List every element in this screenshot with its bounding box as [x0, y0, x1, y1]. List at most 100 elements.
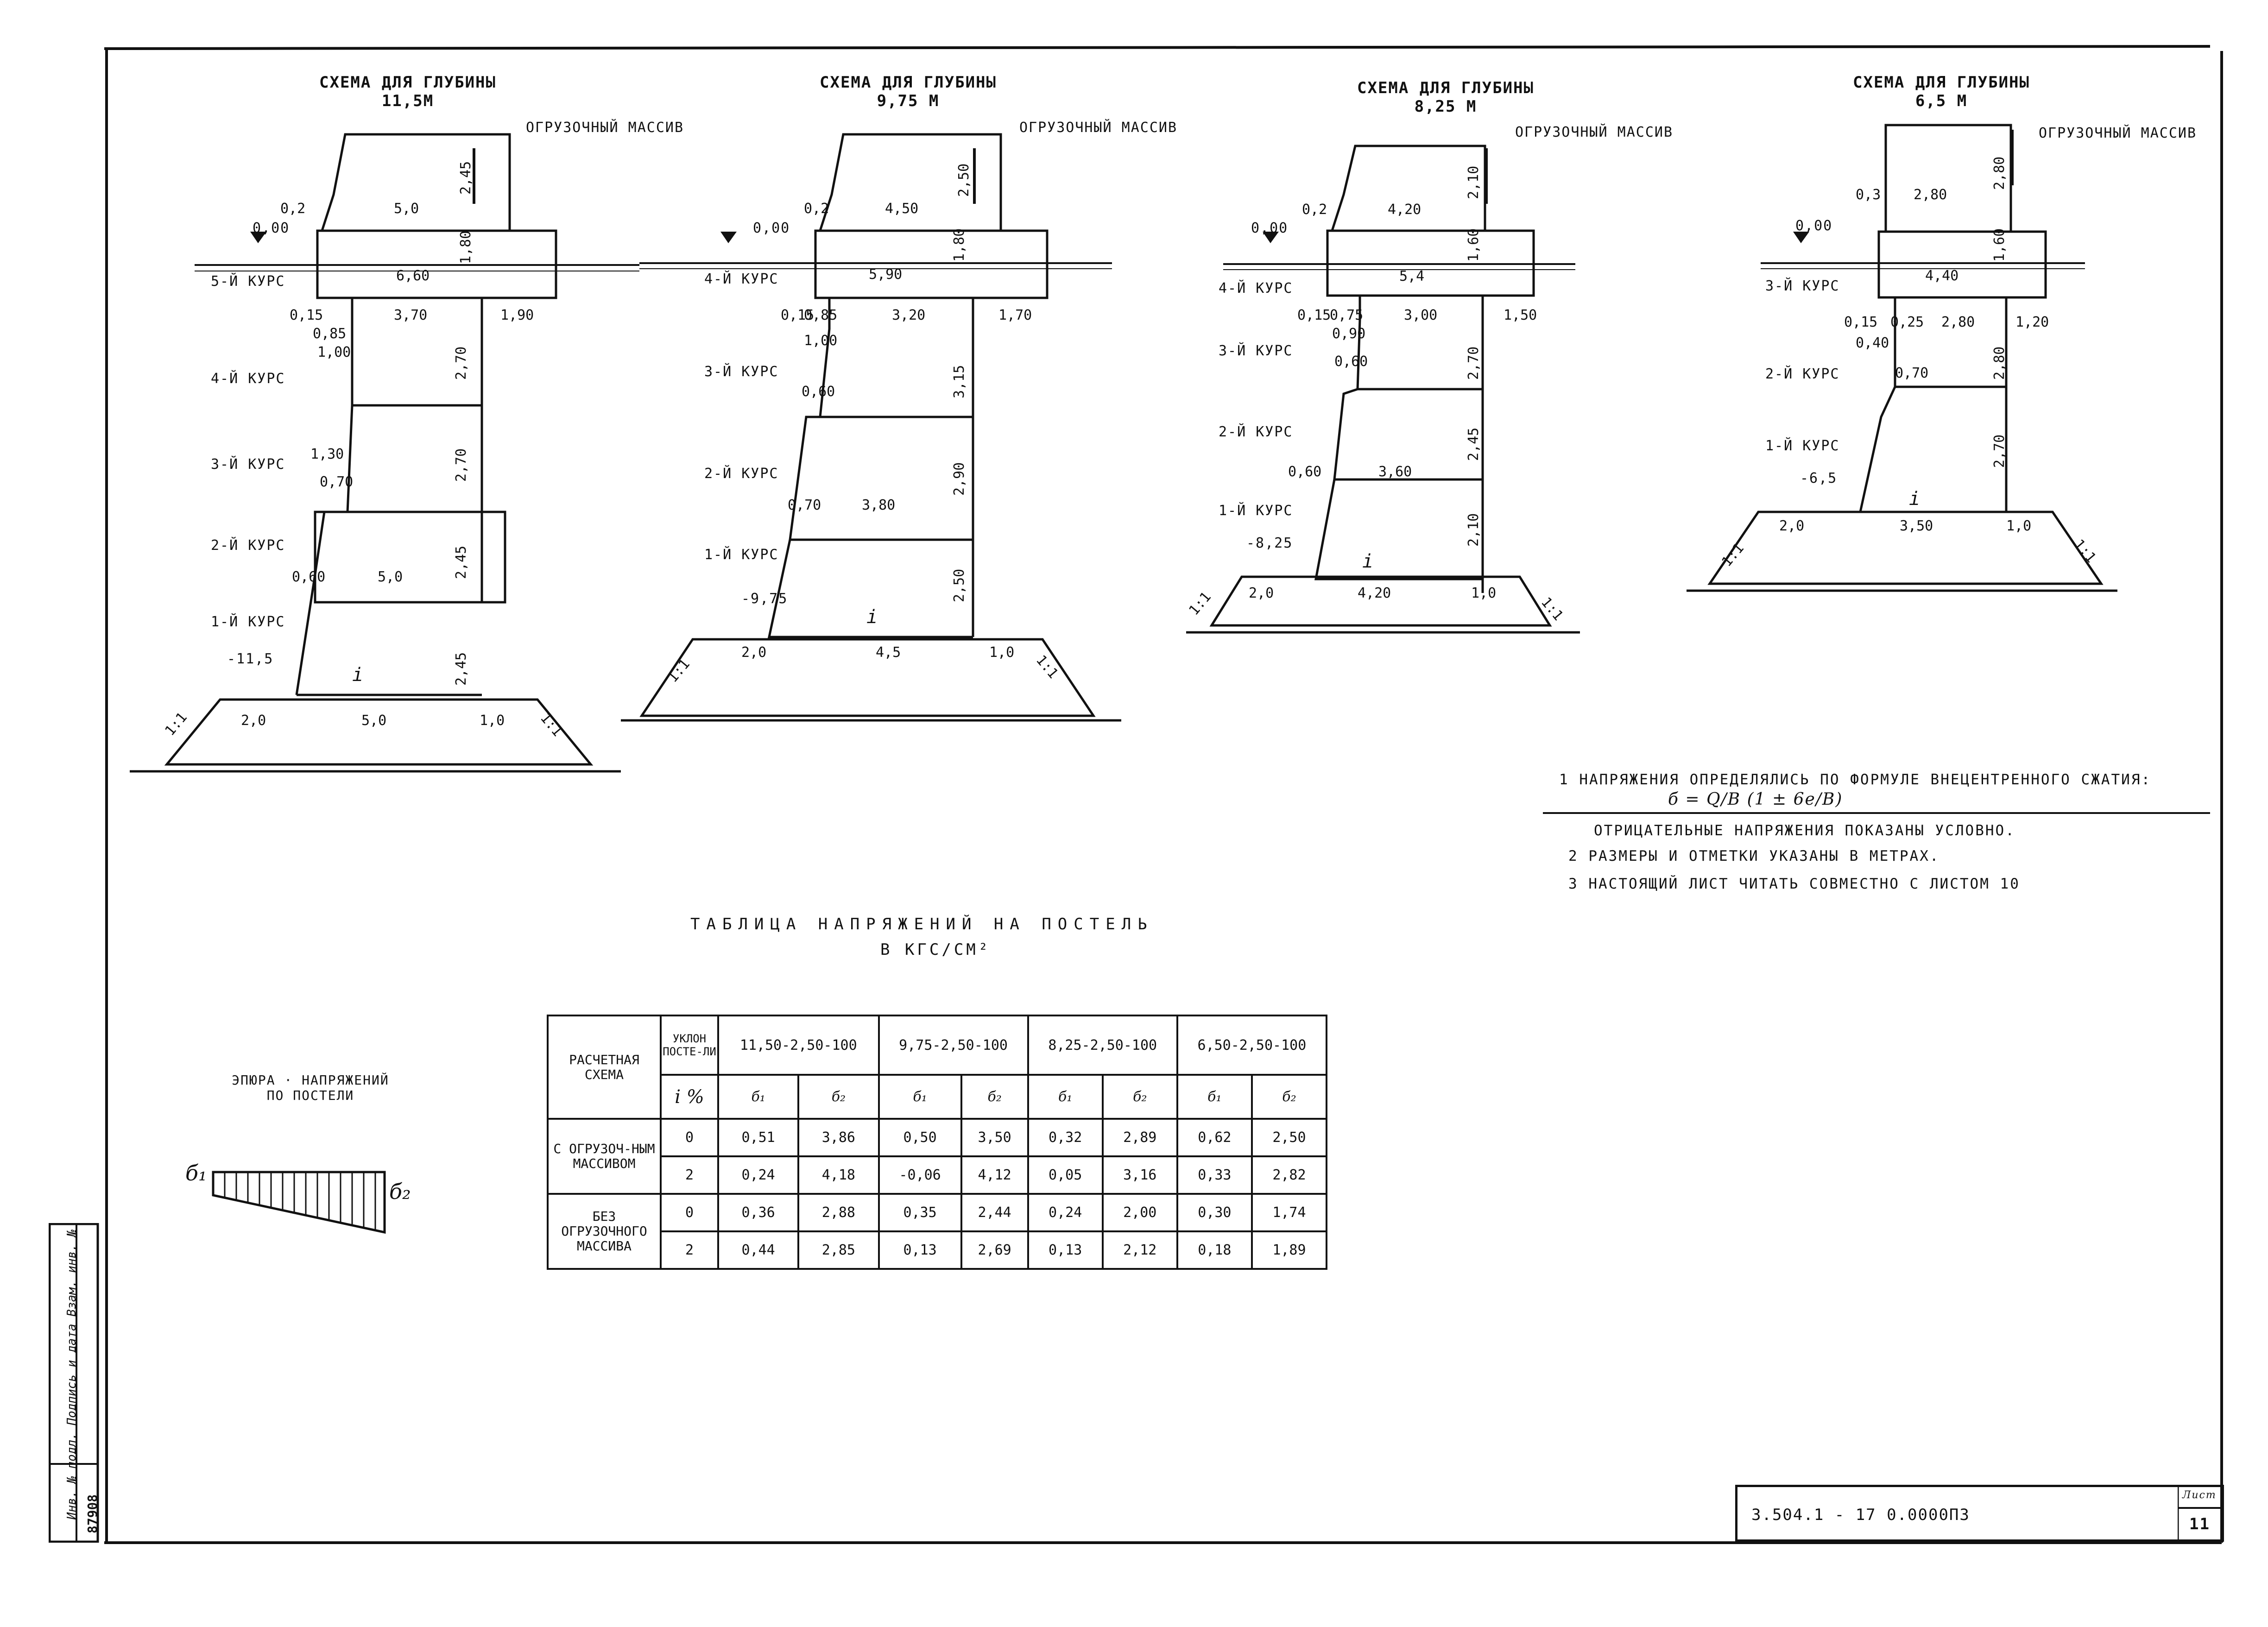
svg-text:1,90: 1,90	[500, 307, 534, 323]
cell-value: 3,86	[797, 1118, 880, 1157]
scheme-1-massif-label: ОГРУЗОЧНЫЙ МАССИВ	[526, 120, 684, 136]
scheme-2-massif-label: ОГРУЗОЧНЫЙ МАССИВ	[1019, 120, 1178, 136]
table-row: 2 0,24 4,18 -0,06 4,12 0,05 3,16 0,33 2,…	[548, 1155, 1328, 1195]
svg-text:2,80: 2,80	[1991, 157, 2008, 190]
scheme-4-zero-mark: 0,00	[1795, 218, 1833, 234]
cell-value: 0,24	[1027, 1193, 1104, 1232]
svg-text:2,70: 2,70	[1991, 435, 2008, 468]
svg-text:1,70: 1,70	[998, 307, 1032, 323]
cell-slope: 2	[660, 1230, 719, 1270]
svg-text:3,00: 3,00	[1404, 307, 1437, 323]
svg-text:2,80: 2,80	[1991, 347, 2008, 380]
epure-diagram	[212, 1171, 386, 1234]
svg-text:5,0: 5,0	[378, 569, 403, 585]
svg-text:0,70: 0,70	[1895, 365, 1928, 381]
svg-text:1,30: 1,30	[310, 446, 344, 462]
header-sigma-2: б₂	[797, 1074, 880, 1120]
cell-value: 0,33	[1176, 1155, 1253, 1195]
scheme-2-course-3: 3-Й КУРС	[704, 364, 779, 380]
cell-value: 0,36	[717, 1193, 800, 1232]
cell-value: 2,85	[797, 1230, 880, 1270]
svg-text:1,60: 1,60	[1466, 228, 1482, 262]
row-group-label: С ОГРУЗОЧ-НЫМ МАССИВОМ	[547, 1118, 662, 1195]
svg-text:0,2: 0,2	[804, 201, 829, 217]
cell-value: 0,50	[878, 1118, 962, 1157]
cell-value: 4,18	[797, 1155, 880, 1195]
scheme-1-course-5: 5-Й КУРС	[211, 273, 285, 290]
cell-value: -0,06	[878, 1155, 962, 1195]
svg-text:0,75: 0,75	[1330, 307, 1363, 323]
cell-value: 0,13	[878, 1230, 962, 1270]
svg-text:5,0: 5,0	[394, 201, 419, 217]
svg-text:1:1: 1:1	[1186, 589, 1214, 618]
svg-text:2,10: 2,10	[1466, 513, 1482, 547]
svg-text:i: i	[1909, 488, 1920, 510]
svg-text:1,60: 1,60	[1991, 228, 2008, 262]
svg-text:4,40: 4,40	[1925, 268, 1958, 284]
svg-text:1,00: 1,00	[317, 344, 351, 360]
header-sigma-1: б₁	[1176, 1074, 1253, 1120]
svg-text:2,80: 2,80	[1941, 314, 1975, 330]
header-sigma-2: б₂	[1251, 1074, 1328, 1120]
svg-text:2,45: 2,45	[1466, 428, 1482, 461]
cell-value: 0,18	[1176, 1230, 1253, 1270]
svg-text:1,80: 1,80	[458, 231, 474, 264]
svg-text:2,90: 2,90	[951, 462, 967, 496]
note-formula: б = Q/B (1 ± 6e/B)	[1668, 790, 1843, 809]
cell-slope: 2	[660, 1155, 719, 1195]
scheme-3-depth-mark: -8,25	[1246, 535, 1293, 551]
scheme-3-massif-label: ОГРУЗОЧНЫЙ МАССИВ	[1515, 124, 1674, 140]
header-group-3: 8,25-2,50-100	[1027, 1015, 1178, 1076]
svg-text:1:1: 1:1	[537, 710, 566, 740]
svg-text:1,50: 1,50	[1504, 307, 1537, 323]
svg-text:5,0: 5,0	[361, 713, 386, 729]
svg-text:1,20: 1,20	[2015, 314, 2049, 330]
header-sigma-2: б₂	[1101, 1074, 1178, 1120]
svg-text:0,2: 0,2	[280, 201, 305, 217]
header-sigma-2: б₂	[960, 1074, 1029, 1120]
svg-text:0,15: 0,15	[1297, 307, 1331, 323]
svg-text:1:1: 1:1	[1033, 652, 1061, 682]
cell-value: 3,50	[960, 1118, 1029, 1157]
note-underline	[1543, 812, 2210, 814]
svg-text:1:1: 1:1	[162, 709, 190, 739]
scheme-1-course-1: 1-Й КУРС	[211, 614, 285, 630]
scheme-3-course-1: 1-Й КУРС	[1219, 503, 1293, 519]
cell-value: 2,50	[1251, 1118, 1328, 1157]
scheme-4-course-3: 3-Й КУРС	[1765, 278, 1840, 294]
svg-text:3,20: 3,20	[892, 307, 925, 323]
svg-text:4,20: 4,20	[1358, 585, 1391, 601]
scheme-4-course-2: 2-Й КУРС	[1765, 366, 1840, 382]
scheme-4-drawing: 2,80 0,3 2,80 1,60 4,40 0,15 0,25 2,80 1…	[1687, 124, 2117, 592]
scheme-3-course-3: 3-Й КУРС	[1219, 343, 1293, 359]
svg-text:2,45: 2,45	[453, 546, 469, 579]
svg-text:0,60: 0,60	[802, 384, 835, 400]
svg-text:1,0: 1,0	[480, 713, 505, 729]
svg-text:4,5: 4,5	[876, 644, 901, 661]
table-units: В КГС/СМ²	[880, 940, 991, 959]
table-row: С ОГРУЗОЧ-НЫМ МАССИВОМ 0 0,51 3,86 0,50 …	[547, 1118, 1328, 1195]
svg-text:1,0: 1,0	[989, 644, 1014, 661]
svg-text:i: i	[866, 606, 878, 628]
row-group-label: БЕЗ ОГРУЗОЧНОГО МАССИВА	[547, 1193, 662, 1270]
cell-value: 0,35	[878, 1193, 962, 1232]
cell-value: 0,13	[1027, 1230, 1104, 1270]
scheme-2-drawing: 2,50 0,2 4,50 1,80 5,90 0,15 0,85 3,20 1…	[621, 133, 1121, 722]
svg-text:0,15: 0,15	[1844, 314, 1877, 330]
svg-text:2,0: 2,0	[241, 713, 266, 729]
header-sigma-1: б₁	[717, 1074, 800, 1120]
cell-value: 0,32	[1027, 1118, 1104, 1157]
header-scheme: РАСЧЕТНАЯ СХЕМА	[547, 1015, 662, 1120]
sheet-label: Лист	[2182, 1489, 2217, 1501]
svg-text:i: i	[352, 664, 363, 686]
document-code: 3.504.1 - 17 0.0000ПЗ	[1751, 1506, 1970, 1524]
svg-text:0,15: 0,15	[290, 307, 323, 323]
stress-table: РАСЧЕТНАЯ СХЕМА УКЛОН ПОСТЕ-ЛИ 11,50-2,5…	[547, 1015, 1328, 1270]
svg-text:1:1: 1:1	[664, 656, 693, 686]
table-title: ТАБЛИЦА НАПРЯЖЕНИЙ НА ПОСТЕЛЬ	[690, 915, 1154, 933]
svg-text:0,70: 0,70	[788, 497, 821, 513]
svg-text:2,0: 2,0	[1779, 518, 1804, 534]
svg-text:i: i	[1362, 551, 1373, 572]
